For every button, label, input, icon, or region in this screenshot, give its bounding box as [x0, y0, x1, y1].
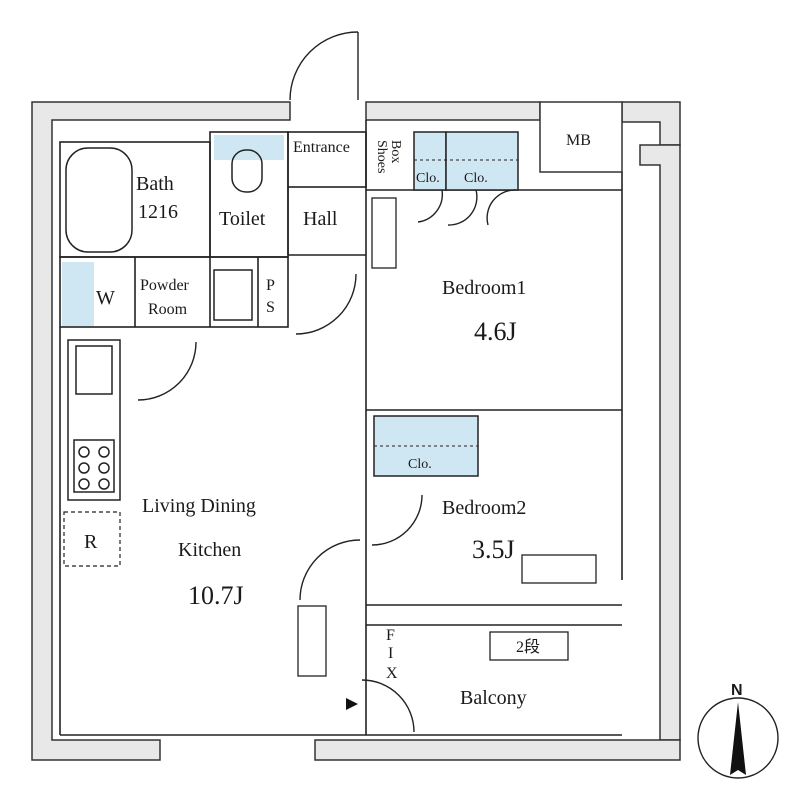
bedroom2-label: Bedroom2: [442, 497, 526, 519]
room-label: Room: [148, 301, 188, 318]
entry-arrow-icon: [346, 698, 358, 710]
mb-label: MB: [566, 132, 591, 149]
panels: [297, 197, 597, 677]
step-label: 2段: [516, 638, 540, 656]
bath-size-label: 1216: [138, 201, 178, 223]
powder-label: Powder: [140, 277, 190, 294]
entrance-label: Entrance: [293, 139, 350, 156]
refrigerator-label: R: [84, 531, 98, 553]
washer-label: W: [96, 287, 115, 309]
refrigerator-space: [63, 511, 121, 567]
bedroom1-label: Bedroom1: [442, 277, 526, 299]
walls: [31, 101, 681, 761]
stove-icon: [73, 439, 115, 493]
box-label: Box: [388, 140, 403, 163]
ldk-size: 10.7J: [188, 581, 244, 610]
sink: [213, 269, 253, 321]
hall-label: Hall: [303, 208, 338, 230]
kitchen-sink: [75, 345, 113, 395]
doors: [137, 31, 517, 733]
closets: [62, 131, 519, 477]
ps-p-label: P: [266, 277, 275, 294]
fix-f: F: [386, 627, 395, 644]
fix-i: I: [388, 645, 393, 662]
bathtub: [65, 147, 133, 253]
bedroom1-size: 4.6J: [474, 317, 517, 346]
shoes-label: Shoes: [374, 140, 389, 173]
bath-label: Bath: [136, 173, 174, 195]
ps-s-label: S: [266, 299, 275, 316]
compass-n-label: N: [731, 682, 743, 699]
ldk-line2: Kitchen: [178, 539, 241, 561]
toilet-fixture: [231, 149, 263, 193]
kitchen-counter: [67, 339, 121, 501]
closet-label-3: Clo.: [408, 457, 432, 472]
closet-label-2: Clo.: [464, 171, 488, 186]
fix-x: X: [386, 665, 398, 682]
ldk-line1: Living Dining: [142, 495, 256, 517]
bedroom2-size: 3.5J: [472, 535, 515, 564]
balcony-label: Balcony: [460, 687, 527, 709]
interior-walls: [59, 120, 623, 736]
closet-label-1: Clo.: [416, 171, 440, 186]
toilet-label: Toilet: [219, 208, 266, 230]
compass-icon: N: [697, 682, 779, 779]
